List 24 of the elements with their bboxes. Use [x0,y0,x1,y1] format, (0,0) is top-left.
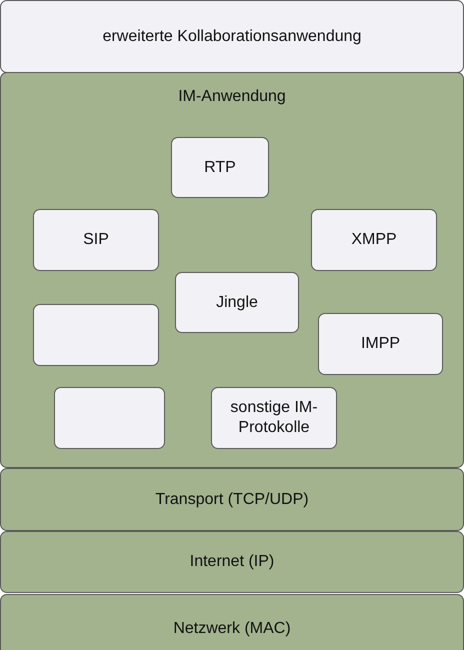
layer-box [0,531,464,593]
box-label: Transport (TCP/UDP) [154,490,310,510]
protocol-box [33,209,159,271]
box-label: erweiterte Kollaborationsanwendung [102,26,362,46]
protocol-box [54,387,165,449]
protocol-box [318,313,443,375]
box-label: Internet (IP) [188,552,276,572]
layer-box [0,468,464,531]
application-box [0,0,464,73]
box-label: IMPP [360,334,402,354]
layer-panel [0,72,464,468]
box-label: Jingle [215,292,259,312]
protocol-box [311,209,437,271]
box-label: Netzwerk (MAC) [172,619,292,639]
protocol-box [175,272,299,333]
box-label: IM-Anwendung [177,87,287,107]
box-label: XMPP [350,230,398,250]
layer-box [0,594,464,650]
protocol-box [211,387,337,449]
protocol-box [171,137,269,198]
box-label: SIP [82,230,110,250]
box-label: RTP [203,158,237,178]
protocol-box [33,304,159,366]
box-label: sonstige IM-Protokolle [229,398,319,438]
